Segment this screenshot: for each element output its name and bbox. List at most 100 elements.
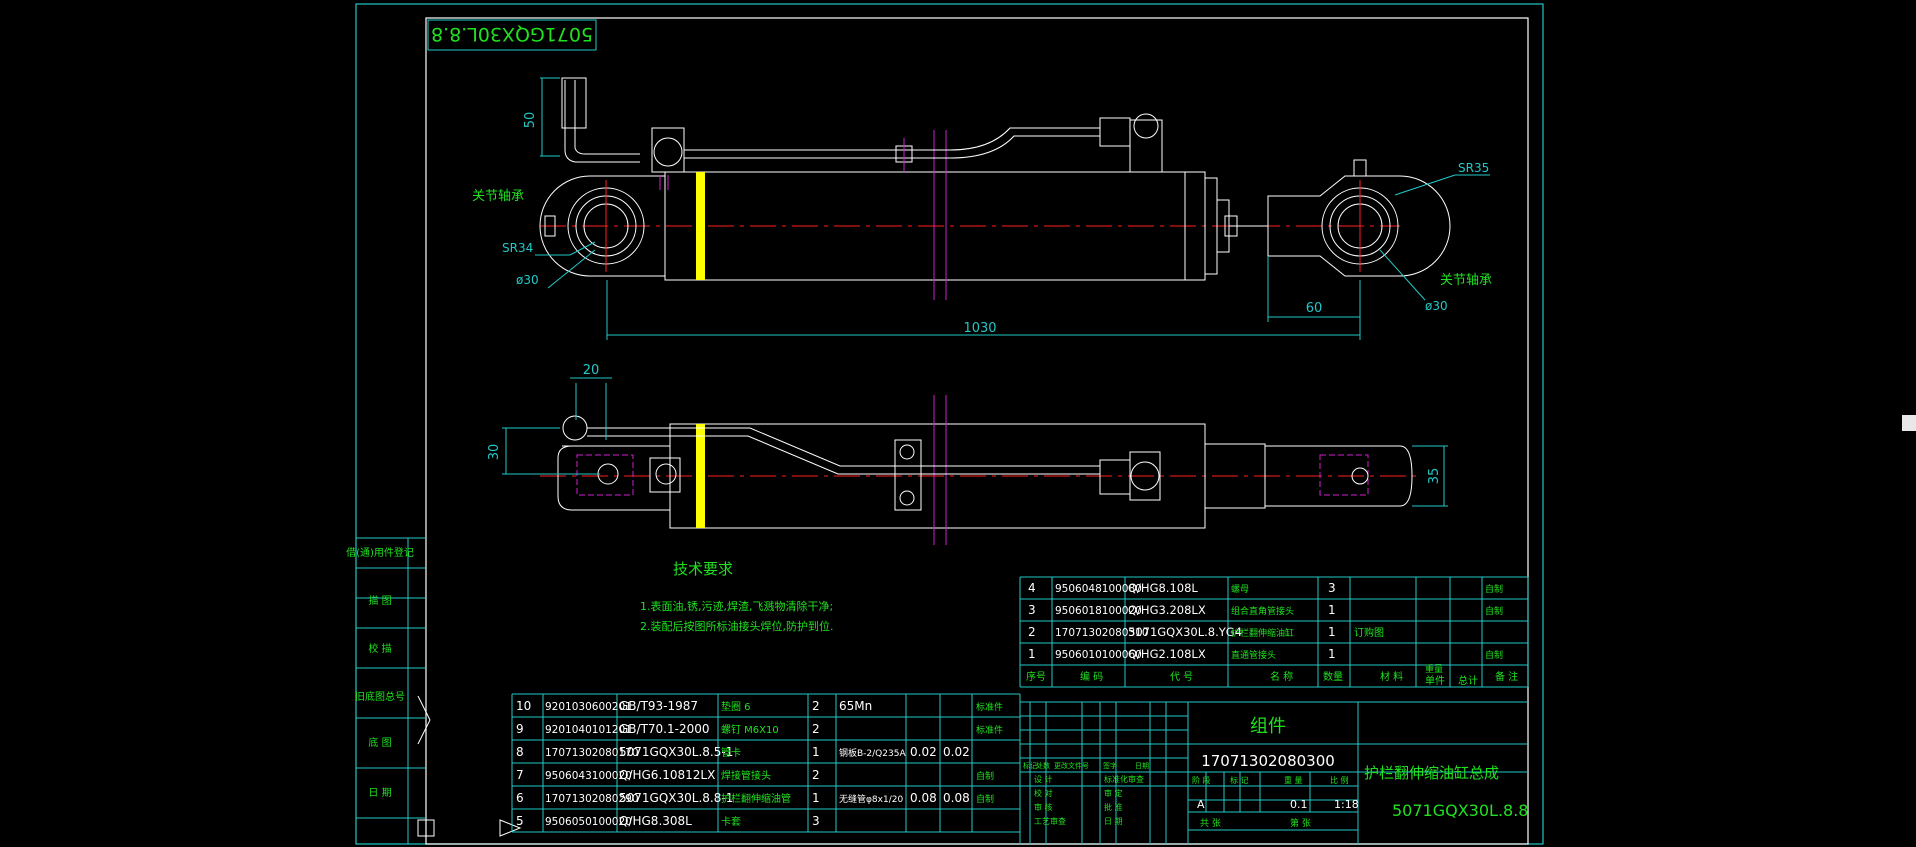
lower-part-no: 9 [516, 722, 524, 736]
upper-part-code: 9506010100060 [1055, 649, 1142, 661]
lower-part-name: 护栏翻伸缩油管 [721, 792, 791, 805]
upper-header-cell: 材 料 [1380, 670, 1403, 683]
title-stage-label: 重 量 [1284, 775, 1303, 785]
lower-part-weight-total: 0.02 [943, 745, 970, 759]
lower-part-code: 9506050100020 [545, 816, 632, 828]
lower-part-name: 焊接管接头 [721, 769, 771, 782]
dim-50: 50 [523, 112, 538, 129]
dim-30: 30 [487, 444, 502, 461]
upper-part-name: 直通管接头 [1231, 649, 1276, 661]
upper-header-cell: 编 码 [1080, 670, 1103, 683]
left-column: 借(通)用件登记 描 图 校 描 旧底图总号 底 图 签 字 日 期 [346, 537, 522, 844]
lower-part-remark: 自制 [976, 770, 994, 782]
label-joint-bearing-left: 关节轴承 [472, 189, 524, 204]
upper-header-cell: 序号 [1026, 670, 1046, 683]
lower-part-qty: 2 [812, 768, 820, 782]
upper-part-material: 订购图 [1354, 626, 1384, 639]
inner-frame [425, 17, 1529, 845]
title-stage-label: 比 例 [1330, 775, 1349, 785]
title-sheet-total: 共 张 [1200, 818, 1221, 829]
dim-dia30-left: ø30 [516, 273, 539, 287]
title-staff-label: 审 核 [1034, 802, 1053, 812]
upper-header-weight: 重量 [1425, 663, 1443, 675]
lower-part-no: 7 [516, 768, 524, 782]
dim-dia30-right: ø30 [1425, 299, 1448, 313]
side-view: 20 30 35 [487, 363, 1448, 545]
tech-item-2: 2.装配后按图所标油接头焊位,防护到位. [640, 619, 834, 633]
lower-part-name: 垫圈 6 [721, 700, 751, 713]
lower-part-remark: 标准件 [976, 701, 1003, 713]
lower-part-name: 螺钉 M6X10 [721, 724, 779, 736]
dim-sr34: SR34 [502, 241, 533, 255]
title-staff-label: 审 定 [1104, 788, 1123, 798]
upper-part-code: 9506018100020 [1055, 605, 1142, 617]
lower-part-code: 17071302080170 [545, 747, 639, 759]
title-stage-label: 标 记 [1230, 775, 1249, 785]
upper-part-std: Q/HG8.108L [1128, 581, 1198, 595]
lower-part-std: 5071GQX30L.8.8-1 [619, 791, 733, 805]
title-row-label: 日期 [1135, 762, 1149, 770]
title-staff-label: 校 对 [1034, 788, 1053, 798]
lower-part-code: 9201030600201 [545, 701, 632, 713]
lower-part-code: 9506043100020 [545, 770, 632, 782]
dim-60: 60 [1306, 301, 1323, 316]
title-scale: 1:18 [1334, 798, 1359, 811]
tech-item-1: 1.表面油,锈,污迹,焊渣,飞溅物清除干净; [640, 599, 833, 613]
lower-part-std: 5071GQX30L.8.5-1 [619, 745, 733, 759]
scrollbar-thumb[interactable] [1902, 415, 1916, 431]
title-row-label: 签字 [1103, 761, 1117, 770]
upper-part-remark: 自制 [1485, 649, 1503, 661]
upper-header-cell: 代 号 [1170, 671, 1193, 683]
title-name: 护栏翻伸缩油缸总成 [1364, 764, 1499, 782]
upper-part-no: 2 [1028, 625, 1036, 639]
lower-part-qty: 2 [812, 722, 820, 736]
upper-part-code: 9506048100080 [1055, 583, 1142, 595]
upper-part-qty: 3 [1328, 581, 1336, 595]
upper-part-name: 组合直角管接头 [1231, 605, 1294, 617]
title-row-label: 处数 [1036, 761, 1050, 770]
upper-part-name: 护栏翻伸缩油缸 [1231, 627, 1294, 639]
yellow-band-top [696, 172, 705, 280]
lower-part-weight-total: 0.08 [943, 791, 970, 805]
lower-part-no: 5 [516, 814, 524, 828]
lower-part-std: Q/HG6.10812LX [619, 768, 715, 782]
upper-part-std: Q/HG3.208LX [1128, 603, 1206, 617]
upper-header-cell: 单件 [1425, 675, 1445, 687]
dim-1030: 1030 [963, 321, 996, 336]
lower-part-remark: 标准件 [976, 724, 1003, 736]
upper-part-code: 17071302080310 [1055, 627, 1149, 639]
title-weight: 0.1 [1290, 798, 1308, 811]
dim-20: 20 [583, 363, 600, 378]
tech-title: 技术要求 [673, 560, 733, 578]
title-staff-label: 标准化审查 [1104, 774, 1144, 784]
lower-part-remark: 自制 [976, 793, 994, 805]
title-type: 组件 [1250, 716, 1286, 737]
upper-part-qty: 1 [1328, 647, 1336, 661]
upper-header-cell: 数量 [1323, 670, 1343, 683]
upper-header-cell: 备 注 [1495, 670, 1518, 683]
lower-part-no: 10 [516, 699, 531, 713]
col-label-3: 旧底图总号 [355, 690, 405, 703]
upper-part-remark: 自制 [1485, 583, 1503, 595]
title-drawing-no: 5071GQX30L.8.8 [1392, 801, 1528, 820]
lower-part-weight-single: 0.02 [910, 745, 937, 759]
lower-part-material: 无缝管φ8x1/20 [839, 793, 903, 805]
yellow-band-side [696, 424, 705, 528]
lower-part-std: GB/T93-1987 [619, 699, 698, 713]
upper-part-remark: 自制 [1485, 605, 1503, 617]
lower-part-qty: 2 [812, 699, 820, 713]
lower-part-material: 65Mn [839, 699, 872, 713]
title-staff-label: 日 期 [1104, 817, 1123, 826]
lower-part-std: Q/HG8.308L [619, 814, 692, 828]
col-label-2: 校 描 [368, 642, 391, 655]
lower-part-material: 钢板B-2/Q235A [839, 747, 906, 759]
lower-part-qty: 3 [812, 814, 820, 828]
tech-requirements: 技术要求 1.表面油,锈,污迹,焊渣,飞溅物清除干净; 2.装配后按图所标油接头… [640, 560, 834, 633]
upper-part-name: 螺母 [1231, 584, 1249, 595]
upper-part-no: 3 [1028, 603, 1036, 617]
upper-part-no: 4 [1028, 581, 1036, 595]
title-block: 标记处数更改文件号签字日期设 计校 对审 核工艺审查标准化审查审 定批 准日 期… [1019, 701, 1528, 844]
